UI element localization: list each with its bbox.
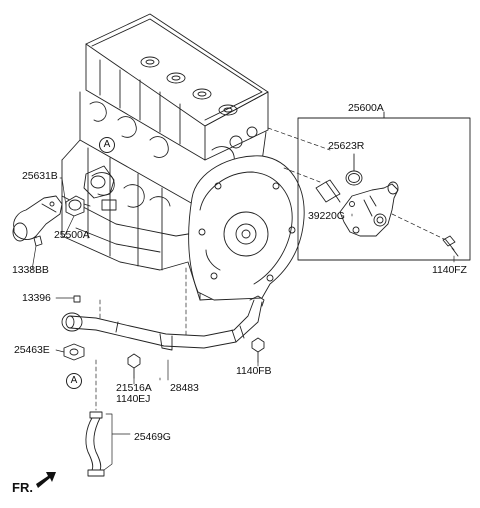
engine-block bbox=[61, 13, 305, 301]
water-pipe bbox=[61, 295, 265, 351]
label-25500a: 25500A bbox=[54, 229, 90, 241]
bolt-21516a bbox=[127, 353, 141, 379]
label-39220g: 39220G bbox=[308, 210, 345, 222]
label-1338bb: 1338BB bbox=[12, 264, 49, 276]
label-25469g: 25469G bbox=[134, 431, 171, 443]
label-1140ej: 1140EJ bbox=[116, 393, 151, 405]
temperature-sensor bbox=[315, 179, 341, 203]
marker-a-top: A bbox=[99, 137, 115, 153]
o-ring bbox=[345, 170, 363, 186]
label-1140fz: 1140FZ bbox=[432, 264, 467, 276]
bolt-1338bb bbox=[33, 235, 43, 247]
nut-13396 bbox=[73, 295, 81, 303]
label-leaders bbox=[31, 177, 455, 471]
label-25600a: 25600A bbox=[348, 102, 384, 114]
label-13396: 13396 bbox=[22, 292, 51, 304]
water-outlet-fitting bbox=[339, 181, 399, 237]
water-inlet-fitting bbox=[12, 195, 63, 242]
gasket-25463e bbox=[63, 343, 85, 361]
marker-a-bottom: A bbox=[66, 373, 82, 389]
label-21516a: 21516A bbox=[116, 382, 152, 394]
label-25623r: 25623R bbox=[328, 140, 365, 152]
hose-25469g bbox=[85, 411, 105, 477]
front-arrow bbox=[36, 472, 56, 488]
bolt-1140fz bbox=[442, 235, 459, 257]
thermostat bbox=[65, 195, 91, 217]
label-25631b: 25631B bbox=[22, 170, 58, 182]
label-1140fb: 1140FB bbox=[236, 365, 272, 377]
direction-label: FR. bbox=[12, 480, 33, 495]
label-28483: 28483 bbox=[170, 382, 199, 394]
bolt-1140fb bbox=[251, 337, 265, 363]
label-25463e: 25463E bbox=[14, 344, 50, 356]
